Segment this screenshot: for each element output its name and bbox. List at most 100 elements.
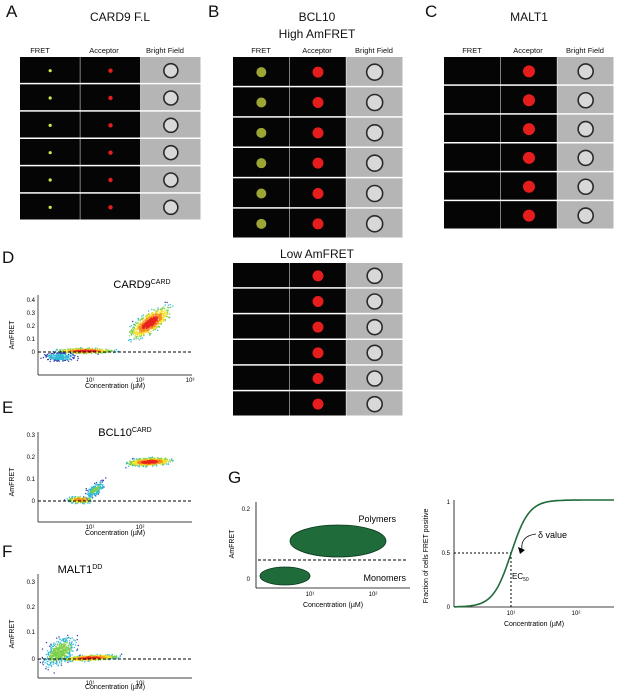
- scatter-point: [56, 644, 59, 646]
- scatter-point: [151, 326, 154, 329]
- scatter-point: [125, 467, 127, 469]
- scatter-point: [126, 461, 129, 464]
- scatter-point: [127, 339, 130, 341]
- fret-spot: [256, 158, 267, 169]
- scatter-point: [152, 312, 154, 314]
- scatter-point: [76, 656, 78, 658]
- scatter-point: [127, 465, 130, 467]
- scatter-point: [164, 319, 167, 321]
- scatter-point: [134, 329, 136, 332]
- scatter-point: [61, 358, 64, 360]
- panel-d-ytick-1: 0.3: [27, 311, 36, 317]
- scatter-point: [89, 655, 91, 657]
- panel-e-ylabel: AmFRET: [9, 467, 16, 497]
- brightfield-cell-outline: [577, 149, 594, 167]
- scatter-point: [134, 461, 136, 464]
- scatter-point: [55, 357, 57, 359]
- scatter-point: [63, 656, 66, 659]
- scatter-point: [50, 652, 52, 654]
- scatter-point: [48, 656, 51, 658]
- scatter-point: [134, 331, 136, 333]
- scatter-point: [142, 331, 144, 334]
- scatter-point: [85, 488, 88, 490]
- scatter-point: [46, 660, 48, 663]
- scatter-point: [59, 638, 61, 640]
- scatter-point: [130, 329, 133, 332]
- scatter-point: [165, 463, 168, 465]
- scatter-point: [140, 336, 142, 338]
- scatter-point: [169, 461, 172, 463]
- panel-b-title: BCL10: [298, 10, 336, 24]
- scatter-point: [157, 323, 159, 325]
- scatter-point: [54, 359, 56, 361]
- panel-a-col-fret: FRET: [30, 46, 50, 55]
- scatter-point: [84, 661, 86, 663]
- scatter-point: [62, 640, 65, 642]
- scatter-point: [105, 350, 107, 352]
- scatter-point: [72, 650, 74, 652]
- scatter-point: [155, 314, 157, 316]
- scatter-point: [80, 502, 82, 504]
- scatter-point: [96, 486, 99, 488]
- scatter-point: [132, 462, 134, 465]
- scatter-point: [46, 355, 48, 358]
- scatter-point: [63, 645, 66, 647]
- scatter-point: [55, 653, 58, 656]
- scatter-point: [53, 672, 55, 674]
- scatter-point: [71, 643, 73, 645]
- scatter-point: [164, 320, 166, 322]
- scatter-point: [62, 360, 64, 362]
- scatter-point: [54, 643, 57, 645]
- scatter-point: [88, 498, 91, 500]
- scatter-point: [86, 493, 89, 495]
- scatter-point: [64, 644, 67, 646]
- scatter-point: [128, 335, 131, 337]
- scatter-point: [60, 651, 62, 654]
- scatter-point: [145, 327, 148, 330]
- scatter-point: [136, 459, 138, 461]
- brightfield-cell-outline: [365, 124, 384, 142]
- scatter-point: [52, 663, 54, 665]
- scatter-point: [57, 641, 60, 643]
- scatter-point: [63, 643, 66, 645]
- scatter-point: [149, 327, 151, 329]
- panel-a-col-brightfield: Bright Field: [146, 46, 184, 55]
- svg-text:MALT1DD: MALT1DD: [58, 564, 103, 576]
- scatter-point: [134, 324, 137, 327]
- scatter-point: [159, 308, 162, 311]
- scatter-point: [105, 348, 107, 350]
- scatter-point: [59, 656, 62, 658]
- scatter-point: [45, 666, 47, 668]
- panel-e-ytick-1: 0.2: [27, 455, 36, 461]
- scatter-point: [102, 655, 104, 657]
- scatter-point: [147, 316, 149, 318]
- scatter-point: [162, 313, 164, 316]
- scatter-point: [153, 462, 155, 464]
- scatter-point: [165, 311, 168, 314]
- scatter-point: [140, 323, 142, 326]
- scatter-point: [129, 338, 131, 341]
- scatter-point: [143, 318, 146, 320]
- scatter-point: [78, 657, 81, 659]
- scatter-point: [67, 636, 70, 639]
- fret-cell: [444, 172, 501, 200]
- scatter-point: [66, 651, 68, 653]
- scatter-point: [133, 458, 135, 460]
- scatter-point: [97, 487, 100, 489]
- panel-e-xtick-0: 10¹: [86, 525, 95, 531]
- scatter-point: [160, 460, 162, 462]
- scatter-point: [132, 464, 134, 467]
- scatter-point: [157, 316, 160, 318]
- scatter-point: [98, 483, 100, 486]
- scatter-point: [69, 655, 72, 657]
- scatter-point: [89, 494, 92, 497]
- scatter-point: [70, 359, 73, 361]
- acceptor-spot: [312, 218, 324, 230]
- scatter-point: [169, 306, 172, 309]
- scatter-point: [64, 349, 66, 352]
- scatter-point: [102, 656, 105, 658]
- scatter-point: [80, 660, 82, 662]
- scatter-point: [76, 500, 78, 502]
- scatter-point: [140, 337, 142, 340]
- panel-f-ytick-3: 0: [32, 657, 36, 663]
